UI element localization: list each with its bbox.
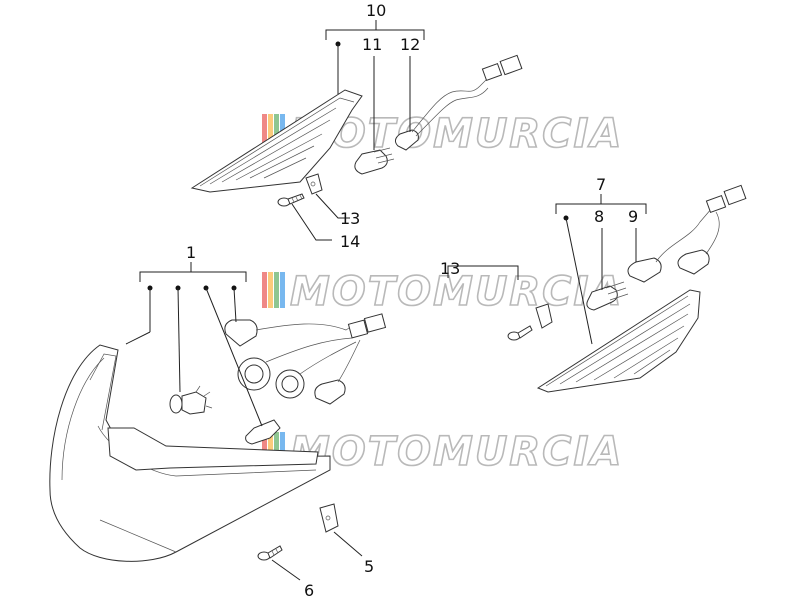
screw-bottom: [257, 545, 283, 561]
callout-group-13-14-top: 13 14: [291, 193, 360, 251]
callout-12: 12: [400, 35, 420, 54]
headlight-wiring-harness: [224, 313, 387, 405]
watermark-text: MOTOMURCIA: [290, 429, 623, 475]
callout-1: 1: [186, 243, 196, 262]
callout-13-top: 13: [340, 209, 360, 228]
speed-nut-top: [305, 173, 323, 195]
left-turn-signal-bulb: [354, 147, 395, 175]
headlight-housing: [49, 344, 331, 562]
callout-14: 14: [340, 232, 360, 251]
callout-group-13-middle: 13: [440, 259, 553, 341]
callout-10: 10: [366, 1, 386, 20]
speed-nut-middle: [535, 303, 553, 329]
callout-13-middle: 13: [440, 259, 460, 278]
watermark-middle: MOTOMURCIA: [262, 268, 623, 316]
callout-group-10: 10 11 12: [325, 1, 425, 150]
callout-group-5-6: 5 6: [271, 531, 374, 600]
left-turn-signal-socket: [394, 54, 523, 151]
watermark-text: MOTOMURCIA: [290, 269, 623, 315]
left-turn-signal-lens: [190, 89, 363, 193]
right-turn-signal-lens: [536, 289, 701, 393]
callout-6: 6: [304, 581, 314, 600]
screw-middle: [507, 325, 533, 341]
right-turn-signal-bulb: [586, 281, 629, 311]
parking-bulb: [245, 419, 281, 445]
speed-nut-bottom: [319, 503, 339, 533]
right-turn-signal-socket: [627, 184, 747, 283]
callout-5: 5: [364, 557, 374, 576]
screw-top: [277, 193, 305, 207]
headlight-bulb: [169, 385, 213, 415]
callout-11: 11: [362, 35, 382, 54]
callout-7: 7: [596, 175, 606, 194]
callout-9: 9: [628, 207, 638, 226]
callout-group-7: 7 8 9: [555, 175, 647, 345]
callout-group-1: 1: [125, 243, 263, 427]
watermark-bottom: MOTOMURCIA: [262, 428, 623, 476]
callout-8: 8: [594, 207, 604, 226]
